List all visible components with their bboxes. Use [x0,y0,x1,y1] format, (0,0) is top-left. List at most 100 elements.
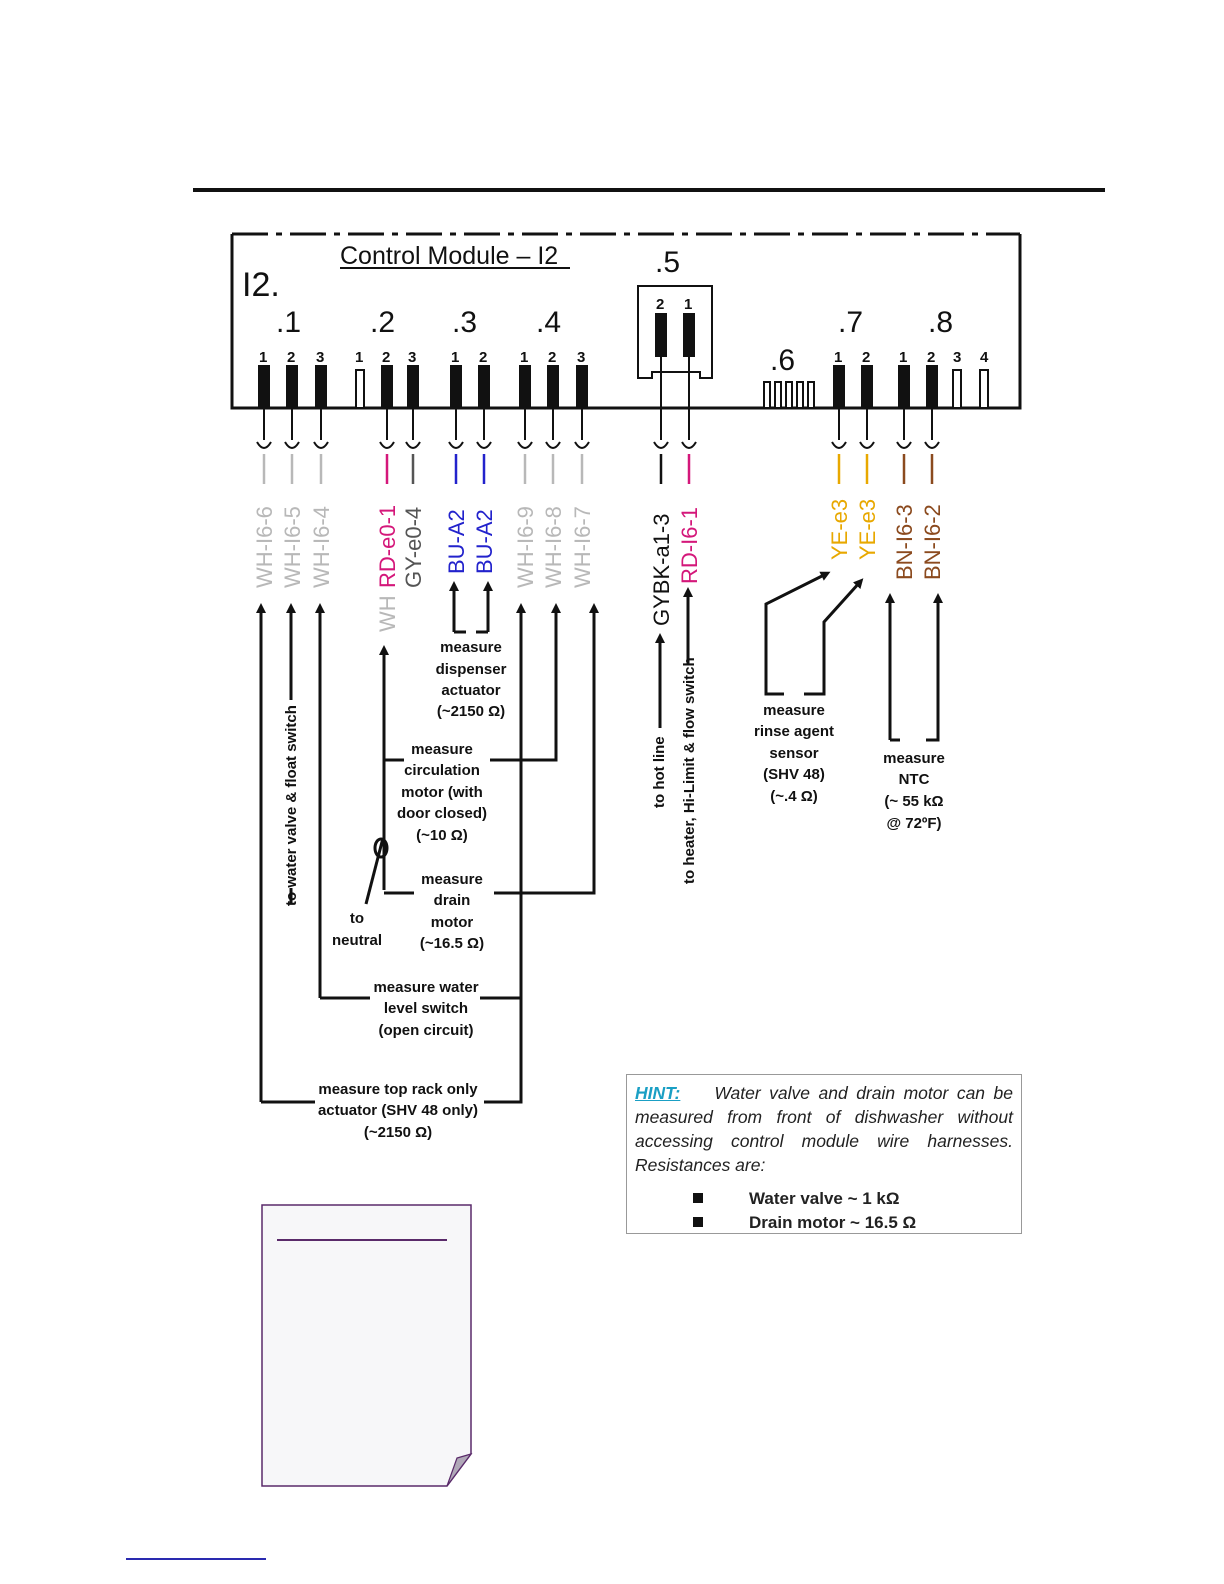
terminal-leads [256,408,940,449]
pin-number: 1 [899,349,907,366]
svg-text:sensor: sensor [769,745,818,762]
pin-number: 3 [953,349,961,366]
svg-text:measure water: measure water [373,979,478,996]
svg-text:(~16.5 Ω): (~16.5 Ω) [420,935,484,952]
connector-8-label: .8 [928,306,953,339]
pin-number: 3 [316,349,324,366]
wire-label: WH-I6-8 [541,506,566,588]
level-switch-label: measure water level switch (open circuit… [373,979,478,1039]
control-module-box [230,232,1022,410]
svg-text:(~ 55 kΩ: (~ 55 kΩ [884,793,943,810]
pin-number: 1 [355,349,363,366]
pin-number: 2 [862,349,870,366]
pin-number: 1 [451,349,459,366]
drain-label: measure drain motor (~16.5 Ω) [420,871,484,952]
svg-text:(open circuit): (open circuit) [378,1022,473,1039]
svg-text:(~10 Ω): (~10 Ω) [416,827,468,844]
top-rack-label: measure top rack only actuator (SHV 48 o… [318,1081,478,1141]
svg-text:level switch: level switch [384,1000,468,1017]
wire-label: BN-I6-3 [892,504,917,580]
wire-stubs [262,454,934,484]
pin-number: 1 [834,349,842,366]
svg-text:motor: motor [431,914,474,931]
svg-text:rinse agent: rinse agent [754,723,834,740]
footer-line [126,1558,266,1560]
svg-text:drain: drain [434,892,471,909]
module-pins [258,365,989,409]
svg-text:door closed): door closed) [397,805,487,822]
wire-label: BU-A2 [444,509,469,574]
wire-label: WH-I6-5 [280,506,305,588]
svg-text:measure: measure [763,702,825,719]
hint-text: HINT: Water valve and drain motor can be… [635,1081,1013,1177]
wire-label: WH-I6-4 [309,506,334,588]
hint-body: Water valve and drain motor can be measu… [635,1083,1013,1175]
bullet-icon [693,1217,703,1227]
pin-number: 2 [382,349,390,366]
svg-text:(~.4 Ω): (~.4 Ω) [770,788,817,805]
hint-label: HINT: [635,1083,681,1103]
svg-text:measure: measure [421,871,483,888]
svg-text:NTC: NTC [899,771,930,788]
hint-list: Water valve ~ 1 kΩ Drain motor ~ 16.5 Ω [693,1187,916,1235]
pin-number: 2 [548,349,556,366]
svg-text:motor (with: motor (with [401,784,483,801]
pin-number: 1 [259,349,267,366]
wire-label: WH-I6-7 [570,506,595,588]
wire-label-prefix: WH [375,595,400,632]
dispenser-label: measure dispenser actuator (~2150 Ω) [436,639,507,720]
neutral-label: to neutral [332,910,382,949]
svg-text:actuator (SHV 48 only): actuator (SHV 48 only) [318,1102,478,1119]
svg-text:actuator: actuator [441,682,500,699]
pin-number: 1 [684,296,692,313]
hint-list-item: Water valve ~ 1 kΩ [693,1187,916,1211]
svg-text:(SHV 48): (SHV 48) [763,766,825,783]
connector-1-label: .1 [276,306,301,339]
svg-text:measure: measure [440,639,502,656]
svg-text:measure: measure [883,750,945,767]
connector-3-label: .3 [452,306,477,339]
heater-label: to heater, Hi-Limit & flow switch [681,657,698,884]
pin-number: 2 [927,349,935,366]
wire-label: GYBK-a1-3 [649,514,674,627]
connector-7-label: .7 [838,306,863,339]
svg-text:measure: measure [411,741,473,758]
wire-label: YE-e3 [827,499,852,560]
svg-text:measure top rack only: measure top rack only [318,1081,478,1098]
pin-number: 2 [656,296,664,313]
connector-5-label: .5 [655,246,680,279]
svg-text:@ 72ºF): @ 72ºF) [886,815,941,832]
pin-number: 1 [520,349,528,366]
top-rule [193,188,1105,192]
svg-text:to: to [350,910,364,927]
hot-line-label: to hot line [651,736,668,808]
connector-6-label: .6 [770,344,795,377]
hint-list-item: Drain motor ~ 16.5 Ω [693,1211,916,1235]
wire-label: RD-e0-1 [375,505,400,588]
circulation-label: measure circulation motor (with door clo… [397,741,487,844]
pin-number: 3 [408,349,416,366]
module-title: Control Module – I2 [340,242,558,270]
connector-4-label: .4 [536,306,561,339]
wire-label: RD-I6-1 [677,507,702,584]
module-id-label: I2. [242,266,280,304]
pin-number: 2 [479,349,487,366]
svg-text:circulation: circulation [404,762,480,779]
bullet-icon [693,1193,703,1203]
note-page-icon [261,1204,473,1487]
wire-label: WH-I6-9 [513,506,538,588]
svg-text:(~2150 Ω): (~2150 Ω) [364,1124,432,1141]
wire-label: YE-e3 [855,499,880,560]
rinse-agent-label: measure rinse agent sensor (SHV 48) (~.4… [754,702,834,805]
wire-label: GY-e0-4 [401,507,426,588]
hint-box: HINT: Water valve and drain motor can be… [626,1074,1022,1234]
measurement-lines [256,571,943,1104]
svg-text:(~2150 Ω): (~2150 Ω) [437,703,505,720]
pin-number: 3 [577,349,585,366]
svg-text:dispenser: dispenser [436,661,507,678]
wire-label: BN-I6-2 [920,504,945,580]
connector-5-housing [637,285,713,440]
pin-number: 4 [980,349,989,366]
svg-text:neutral: neutral [332,932,382,949]
